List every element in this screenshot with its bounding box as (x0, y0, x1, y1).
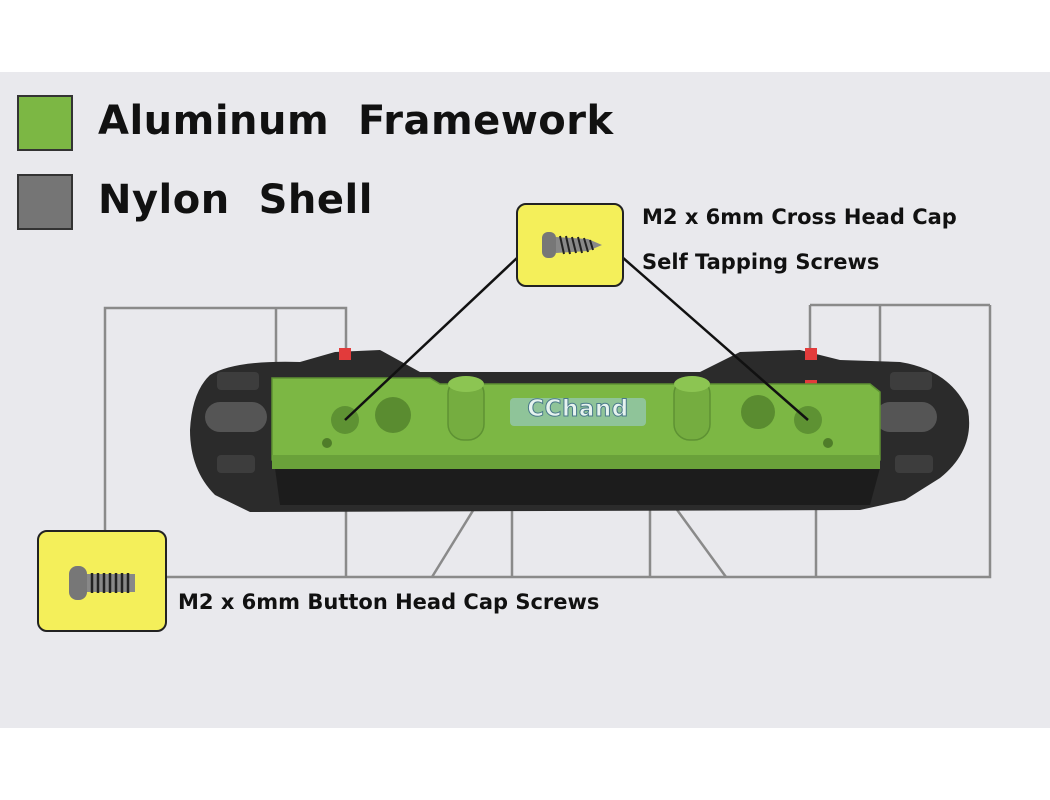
button-head-screw-icon (69, 566, 135, 600)
self-tapping-screw-icon (542, 232, 602, 258)
part-logo: CChand (527, 396, 629, 423)
button-head-screw-box (37, 530, 167, 632)
button-screw-leader-lines (103, 303, 992, 579)
legend-swatch-aluminum (17, 95, 73, 151)
self-tapping-label-line1: M2 x 6mm Cross Head Cap (642, 205, 957, 229)
aluminum-framework (271, 376, 881, 469)
self-tapping-screw-box (516, 203, 624, 287)
self-tapping-label-line2: Self Tapping Screws (642, 250, 880, 274)
legend-label-aluminum: Aluminum Framework (98, 98, 614, 144)
legend-swatch-nylon (17, 174, 73, 230)
legend-label-nylon: Nylon Shell (98, 177, 373, 223)
self-tapping-leader-lines (344, 256, 809, 421)
button-head-label: M2 x 6mm Button Head Cap Screws (178, 590, 600, 614)
